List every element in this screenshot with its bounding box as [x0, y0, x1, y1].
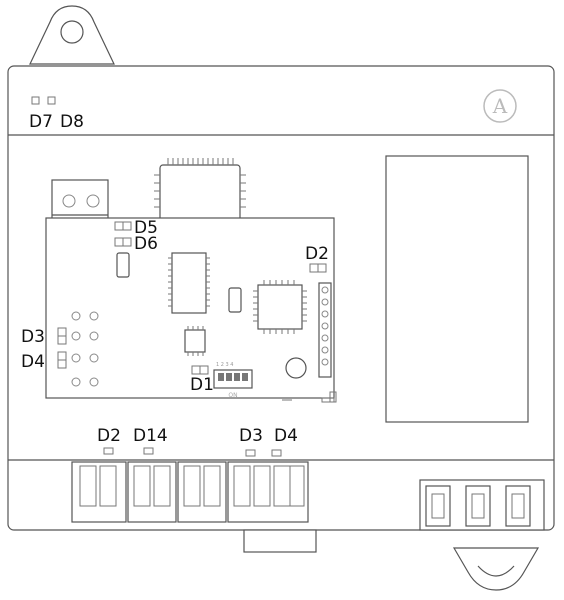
brand-logo-letter: A: [492, 94, 508, 118]
label-d3-board: D3: [21, 327, 45, 347]
label-d2-bottom: D2: [97, 426, 121, 446]
bottom-terminal-blocks: [71, 461, 309, 523]
label-d8: D8: [60, 112, 84, 132]
label-d14-bottom: D14: [133, 426, 168, 446]
label-d4-board: D4: [21, 352, 45, 372]
pin-header: [318, 282, 332, 378]
board-detail-edge: [329, 391, 337, 403]
dip-switch-numbers: 1 2 3 4: [216, 362, 234, 368]
din-rail-clip: [243, 529, 317, 553]
led-d7-icon: [31, 96, 40, 105]
buzzer: [285, 357, 307, 379]
label-d3-bottom: D3: [239, 426, 263, 446]
ic-chip-small: [184, 326, 206, 356]
led-d3-bottom-icon: [245, 449, 256, 457]
microcontroller-chip: [253, 280, 307, 334]
label-d7: D7: [29, 112, 53, 132]
relay-terminal-block: [419, 479, 545, 531]
board-detail-tab: [321, 397, 335, 403]
led-d14-bottom-icon: [143, 447, 154, 455]
component-small-mid: [228, 287, 242, 313]
component-small-left: [116, 252, 130, 278]
dip-switch[interactable]: 1 2 3 4 ON: [213, 362, 253, 399]
dip-switch-on-caption: ON: [228, 392, 237, 399]
radio-module: [154, 158, 246, 226]
label-d2-board: D2: [305, 244, 329, 264]
led-d4-bottom-icon: [271, 449, 282, 457]
brand-logo: A: [483, 89, 517, 123]
relay-block: [385, 155, 529, 423]
label-d6: D6: [134, 234, 158, 254]
led-d8-icon: [47, 96, 56, 105]
ic-chip-main: [168, 252, 210, 314]
test-pad-grid: [71, 311, 99, 387]
bottom-mounting-tab: [452, 547, 540, 591]
led-d2-bottom-icon: [103, 447, 114, 455]
label-d1: D1: [190, 375, 214, 395]
label-d5: D5: [134, 218, 158, 238]
top-mounting-tab: [29, 5, 115, 65]
label-d4-bottom: D4: [274, 426, 298, 446]
